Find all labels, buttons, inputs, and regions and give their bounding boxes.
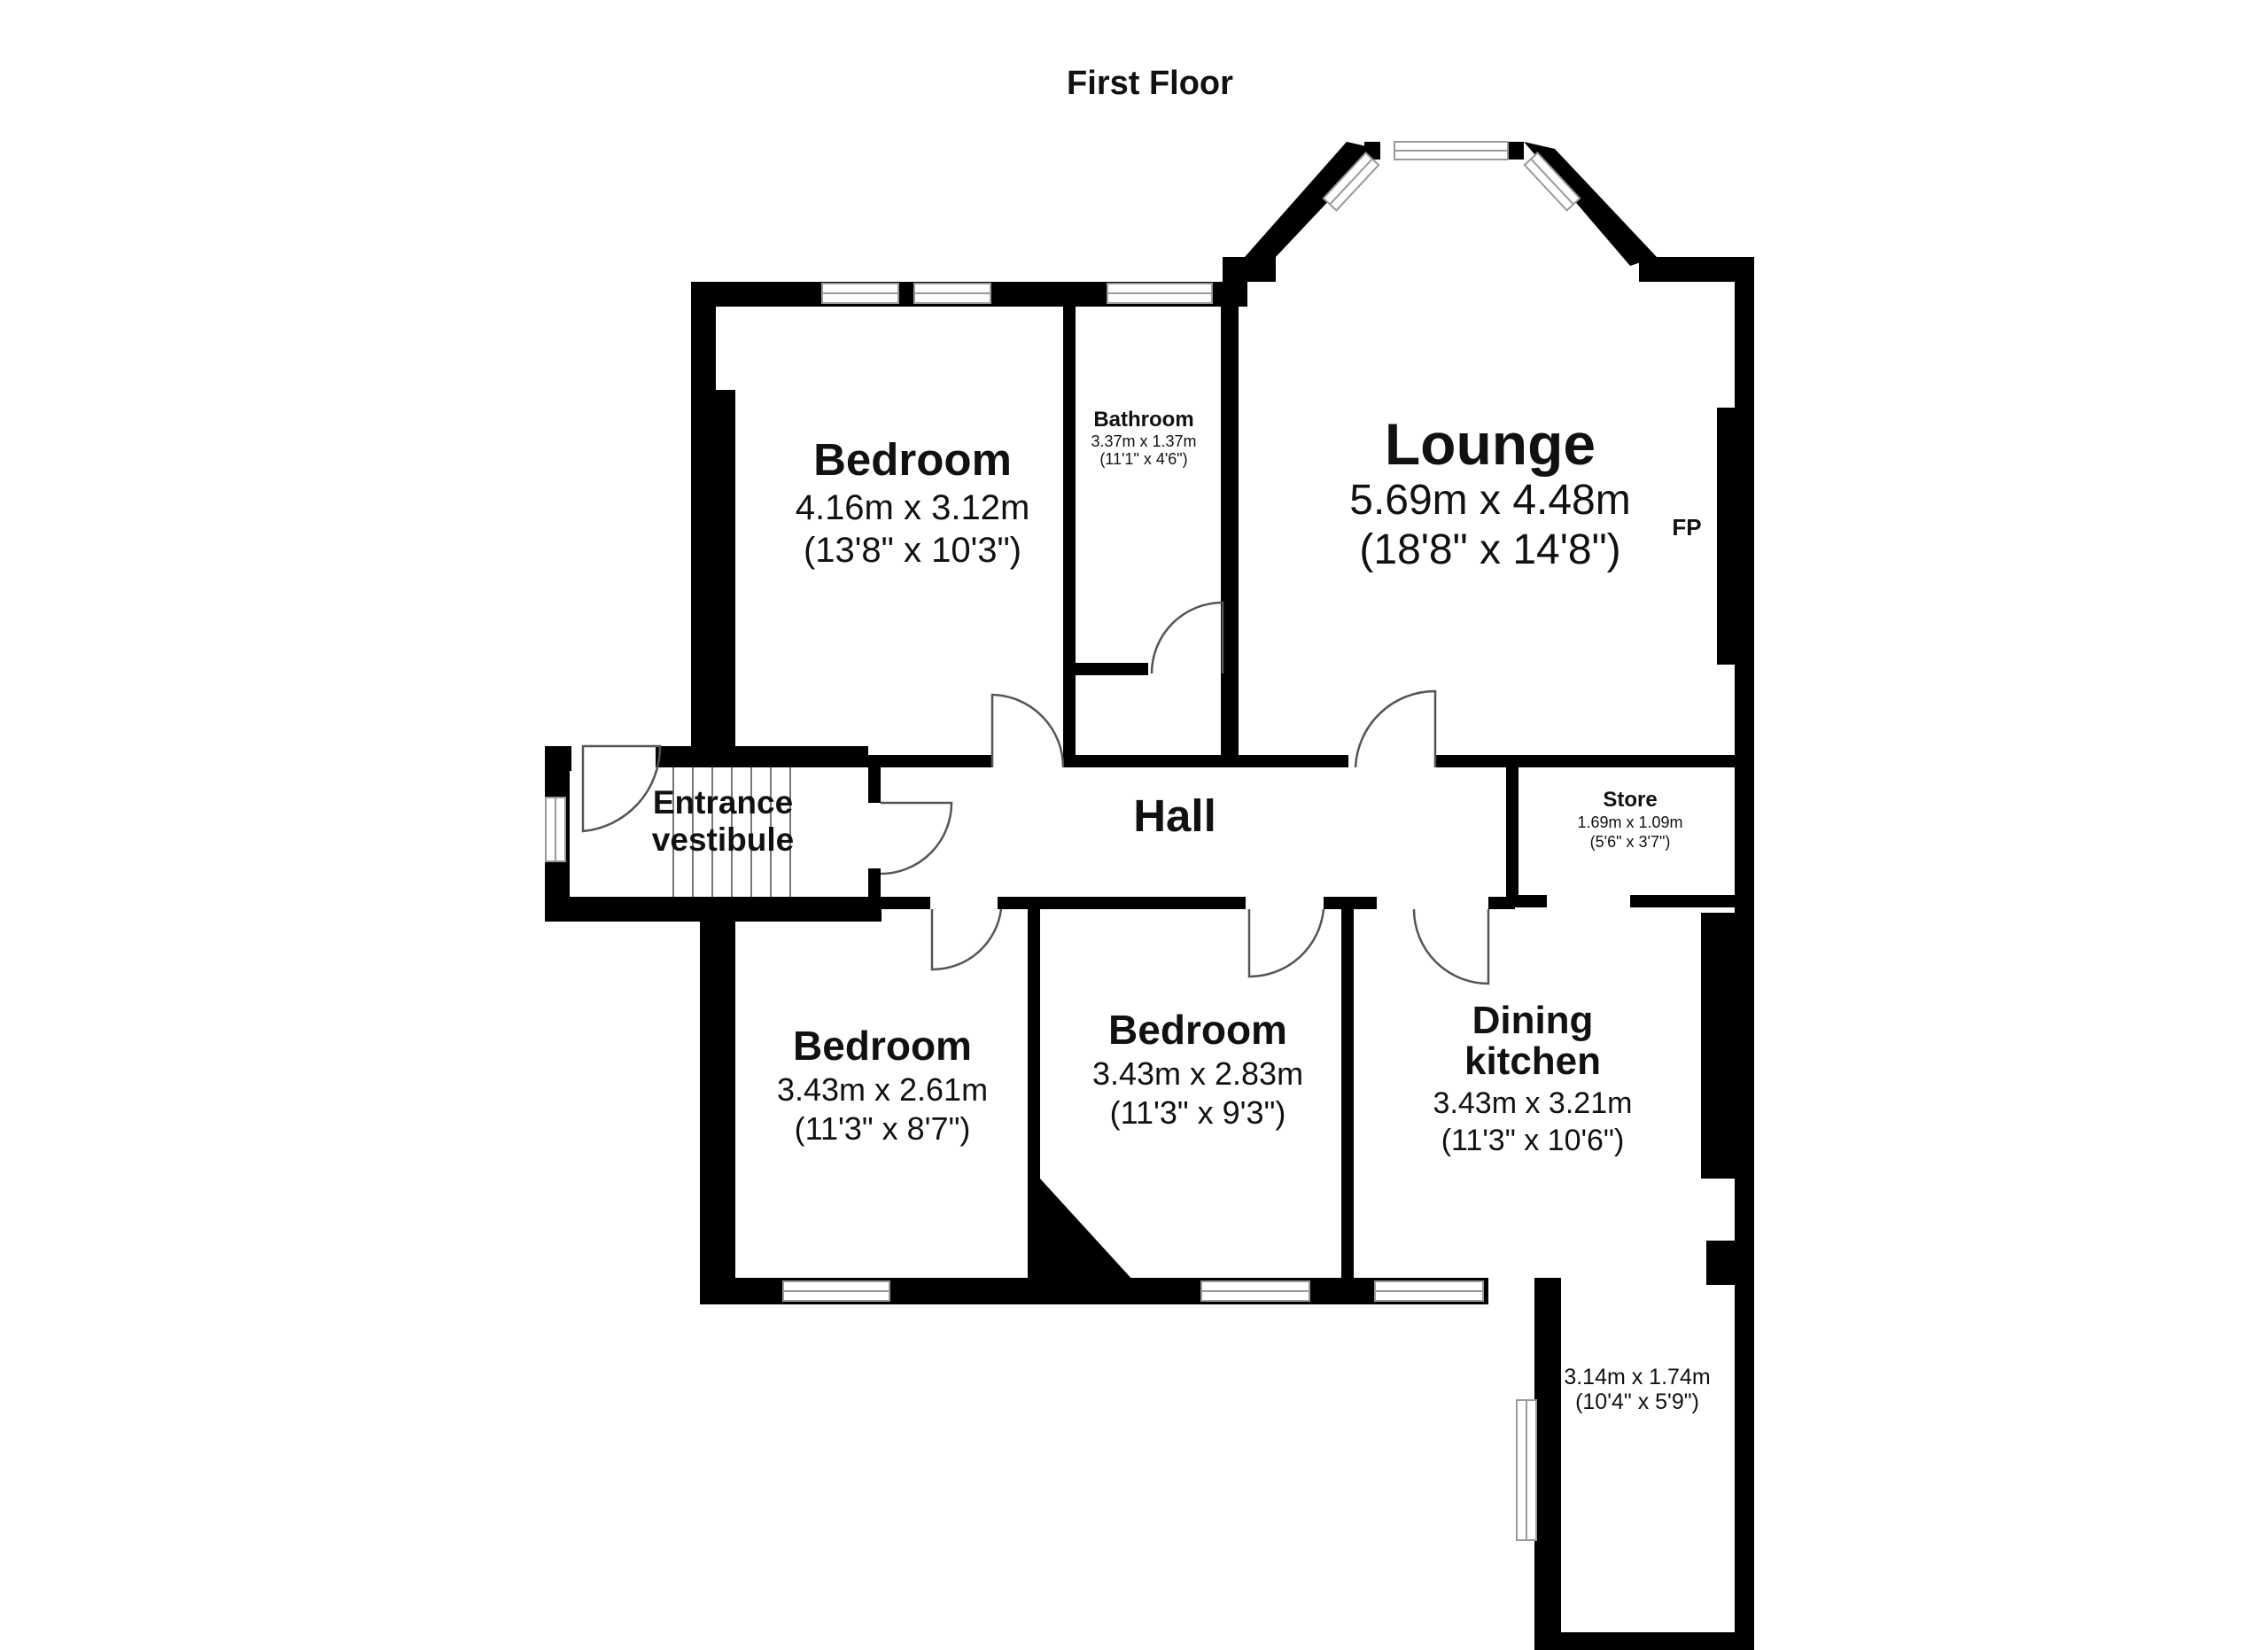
bathroom-metric: 3.37m x 1.37m xyxy=(1091,432,1196,450)
wall-east xyxy=(1735,257,1754,1650)
store-imperial: (5'6" x 3'7") xyxy=(1590,833,1671,851)
bedroom2-imperial: (11'3" x 8'7") xyxy=(795,1110,971,1147)
wall-kitchen-east-stub xyxy=(1706,1241,1738,1285)
bedroom1-name: Bedroom xyxy=(813,434,1012,485)
window-kitchen xyxy=(1374,1280,1484,1302)
walls xyxy=(545,142,1754,1650)
door-bedroom3 xyxy=(1247,908,1325,978)
windows xyxy=(545,141,1581,1541)
kitchen-name-line1: Dining xyxy=(1472,999,1594,1042)
store-metric: 1.69m x 1.09m xyxy=(1577,813,1682,831)
stairs xyxy=(672,767,791,897)
wall-hall-south-right xyxy=(1488,897,1515,909)
wall-fireplace-breast xyxy=(1717,408,1738,665)
bedroom2-name: Bedroom xyxy=(793,1023,972,1069)
lounge-metric: 5.69m x 4.48m xyxy=(1349,477,1630,524)
lounge-name: Lounge xyxy=(1385,411,1596,477)
wall-lounge-west xyxy=(1221,282,1239,766)
extension-metric: 3.14m x 1.74m xyxy=(1564,1365,1710,1389)
wall-bedroom2-west xyxy=(700,897,735,1304)
bedroom3-name: Bedroom xyxy=(1108,1007,1287,1053)
wall-bay-left xyxy=(1245,142,1378,257)
door-lounge xyxy=(1354,689,1437,768)
entrance-name-line1: Entrance xyxy=(653,784,793,821)
door-kitchen xyxy=(1412,908,1490,985)
window-bedroom1-right xyxy=(913,283,991,304)
wall-bathroom-south-left xyxy=(1063,663,1148,675)
wall-lounge-northwest xyxy=(1223,257,1276,282)
kitchen-metric: 3.43m x 3.21m xyxy=(1433,1086,1633,1120)
hall-name: Hall xyxy=(1133,790,1216,841)
wall-store-south-left xyxy=(1506,895,1547,907)
window-lounge-bay-right xyxy=(1523,152,1581,212)
floor-title: First Floor xyxy=(1067,65,1233,102)
wall-store-south-right xyxy=(1630,895,1736,907)
window-bedroom2 xyxy=(782,1280,890,1302)
bedroom1-imperial: (13'8" x 10'3") xyxy=(804,531,1021,570)
bedroom3-metric: 3.43m x 2.83m xyxy=(1092,1055,1303,1092)
door-front xyxy=(581,744,662,833)
wall-lounge-south-left xyxy=(1237,755,1348,767)
wall-bedroom2-bedroom3 xyxy=(1028,897,1040,1296)
wall-store-west xyxy=(1506,767,1518,907)
door-vestibule-hall xyxy=(880,801,953,876)
window-lounge-bay-left xyxy=(1322,152,1380,212)
bedroom1-metric: 4.16m x 3.12m xyxy=(796,488,1030,527)
kitchen-imperial: (11'3" x 10'6") xyxy=(1441,1124,1625,1157)
bedroom2-metric: 3.43m x 2.61m xyxy=(777,1071,988,1108)
door-bedroom2 xyxy=(930,908,1003,971)
window-vestibule xyxy=(545,797,566,862)
window-lounge-bay-center xyxy=(1394,141,1509,160)
window-bedroom1-left xyxy=(821,283,899,304)
wall-bedroom3-chimney xyxy=(1040,1179,1134,1281)
wall-extension-west xyxy=(1534,1278,1561,1650)
window-extension xyxy=(1516,1399,1537,1541)
wall-hall-north-left xyxy=(868,755,992,767)
door-bedroom1 xyxy=(990,693,1065,768)
wall-kitchen-east-pier xyxy=(1701,913,1738,1179)
wall-extension-south xyxy=(1534,1632,1754,1650)
wall-hall-north-mid xyxy=(1063,755,1240,767)
door-bathroom xyxy=(1150,601,1224,674)
wall-vestibule-east-top xyxy=(868,767,881,803)
kitchen-name-line2: kitchen xyxy=(1464,1039,1601,1083)
extension-imperial: (10'4" x 5'9") xyxy=(1575,1389,1699,1414)
wall-bedroom1-bathroom xyxy=(1063,301,1076,762)
store-name: Store xyxy=(1603,788,1657,812)
wall-bedroom1-west-pier xyxy=(700,390,735,762)
entrance-name-line2: vestibule xyxy=(652,821,794,858)
wall-lounge-south-right xyxy=(1435,755,1736,767)
doors xyxy=(581,601,1490,985)
wall-hall-south-left xyxy=(700,897,930,909)
wall-vestibule-north xyxy=(656,746,868,767)
bathroom-name: Bathroom xyxy=(1093,408,1193,432)
lounge-imperial: (18'8" x 14'8") xyxy=(1359,526,1620,573)
bedroom3-imperial: (11'3" x 9'3") xyxy=(1110,1094,1286,1131)
fireplace-label: FP xyxy=(1672,514,1701,541)
wall-lounge-northeast xyxy=(1639,257,1752,282)
wall-hall-south-mid xyxy=(998,897,1246,909)
wall-vestibule-east-bottom xyxy=(868,868,881,904)
window-bedroom3 xyxy=(1200,1280,1310,1302)
wall-bay-right-cap xyxy=(1506,142,1524,160)
bathroom-imperial: (11'1" x 4'6") xyxy=(1099,450,1187,468)
wall-bedroom3-kitchen xyxy=(1341,897,1354,1296)
window-bathroom xyxy=(1107,283,1213,304)
wall-vestibule-nw xyxy=(545,746,571,771)
